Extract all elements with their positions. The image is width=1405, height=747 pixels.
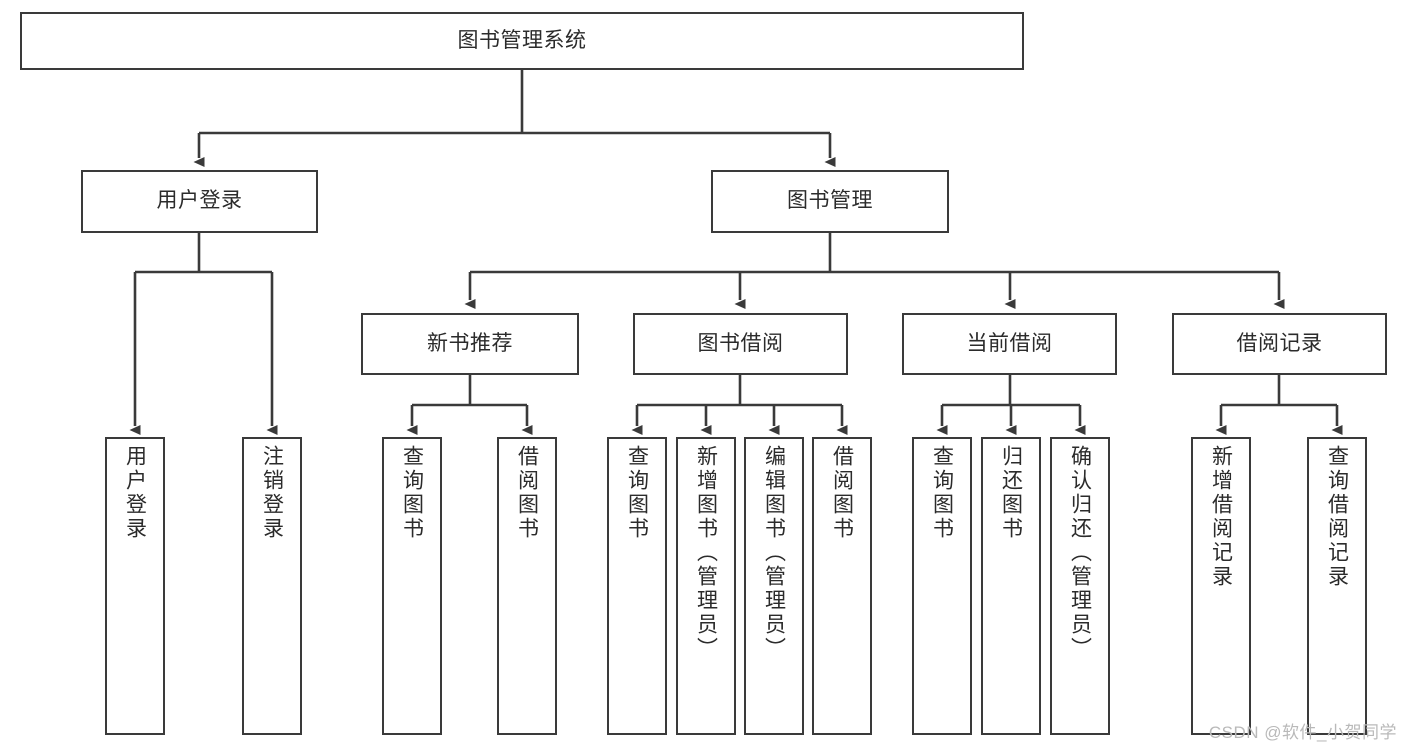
leaf-nbr-borrow-book[interactable]: 借阅图书 [497,437,557,735]
node-borrow-record-label: 借阅记录 [1236,331,1323,355]
node-current-borrow[interactable]: 当前借阅 [902,313,1117,375]
node-borrow-record[interactable]: 借阅记录 [1172,313,1387,375]
leaf-bb-edit-book-admin[interactable]: 编辑图书（管理员） [744,437,804,735]
leaf-logout-label: 注销登录 [260,445,284,541]
leaf-br-query-record-label: 查询借阅记录 [1325,445,1349,589]
leaf-cb-confirm-return-admin[interactable]: 确认归还（管理员） [1050,437,1110,735]
node-root-system[interactable]: 图书管理系统 [20,12,1024,70]
leaf-bb-borrow-book[interactable]: 借阅图书 [812,437,872,735]
leaf-br-query-record[interactable]: 查询借阅记录 [1307,437,1367,735]
leaf-br-add-record[interactable]: 新增借阅记录 [1191,437,1251,735]
node-new-book-recommend-label: 新书推荐 [427,331,513,355]
leaf-br-add-record-label: 新增借阅记录 [1209,445,1233,589]
leaf-user-login-label: 用户登录 [123,445,147,541]
node-root-system-label: 图书管理系统 [457,28,587,52]
node-user-login-label: 用户登录 [156,189,243,213]
node-book-manage[interactable]: 图书管理 [711,170,949,233]
leaf-nbr-query-book-label: 查询图书 [400,445,424,541]
leaf-bb-borrow-book-label: 借阅图书 [830,445,854,541]
leaf-cb-return-book[interactable]: 归还图书 [981,437,1041,735]
leaf-cb-confirm-return-admin-label: 确认归还（管理员） [1068,445,1092,661]
node-new-book-recommend[interactable]: 新书推荐 [361,313,579,375]
leaf-bb-query-book[interactable]: 查询图书 [607,437,667,735]
leaf-cb-query-book-label: 查询图书 [930,445,954,541]
node-book-manage-label: 图书管理 [787,189,873,213]
node-current-borrow-label: 当前借阅 [966,331,1053,355]
leaf-bb-add-book-admin[interactable]: 新增图书（管理员） [676,437,736,735]
leaf-bb-query-book-label: 查询图书 [625,445,649,541]
leaf-logout[interactable]: 注销登录 [242,437,302,735]
leaf-nbr-borrow-book-label: 借阅图书 [515,445,539,541]
node-book-borrow-label: 图书借阅 [697,331,784,355]
leaf-bb-add-book-admin-label: 新增图书（管理员） [694,445,718,661]
leaf-bb-edit-book-admin-label: 编辑图书（管理员） [762,445,786,661]
csdn-watermark: CSDN @软件_小贺同学 [1208,723,1397,742]
leaf-cb-query-book[interactable]: 查询图书 [912,437,972,735]
node-book-borrow[interactable]: 图书借阅 [633,313,848,375]
leaf-nbr-query-book[interactable]: 查询图书 [382,437,442,735]
leaf-cb-return-book-label: 归还图书 [999,445,1023,541]
leaf-user-login[interactable]: 用户登录 [105,437,165,735]
node-user-login[interactable]: 用户登录 [81,170,318,233]
